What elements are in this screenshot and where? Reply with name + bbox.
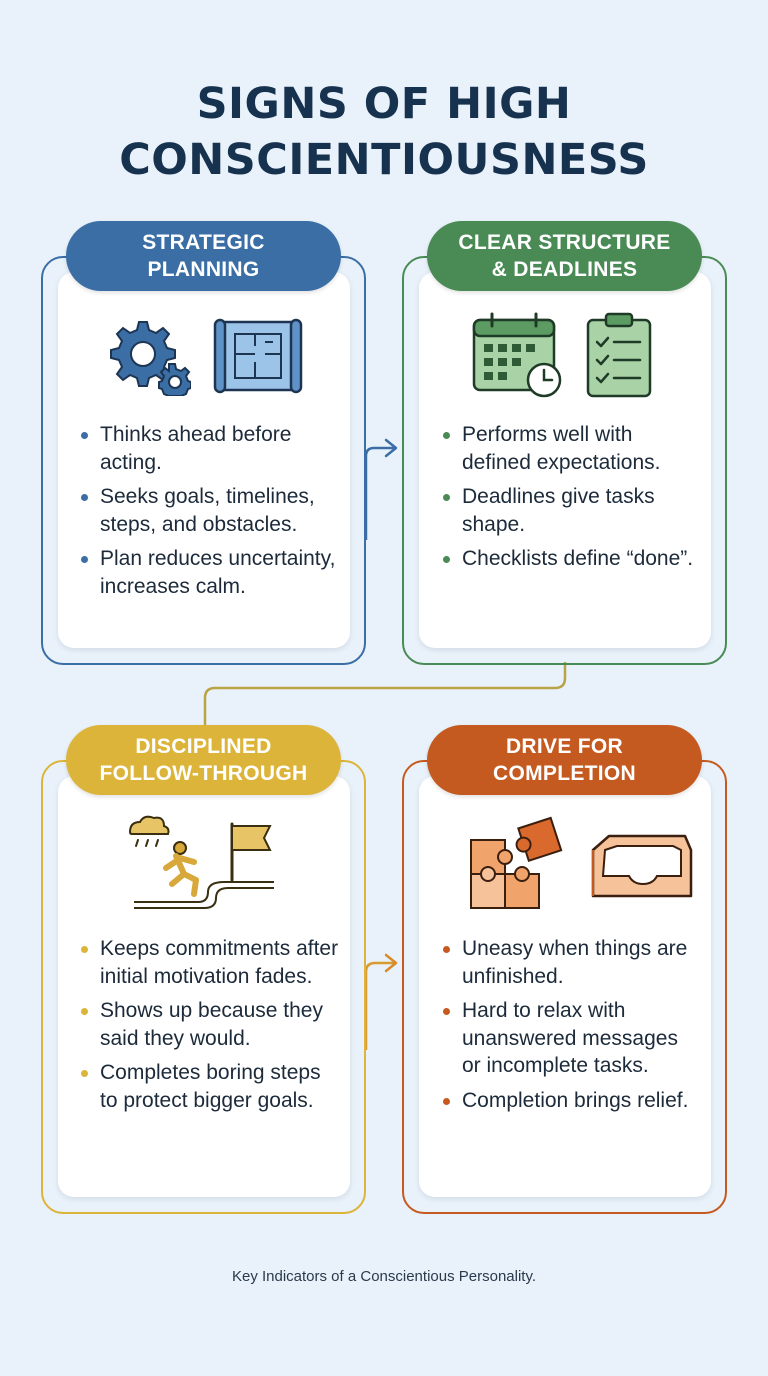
puzzle-pieces-icon [467, 814, 567, 919]
list-item: Completion brings relief. [440, 1087, 702, 1115]
list-item: Checklists define “done”. [440, 545, 702, 573]
discipline-bullets: Keeps commitments after initial motivati… [78, 935, 340, 1121]
title-line-2: CONSCIENTIOUSNESS [119, 135, 649, 185]
list-item: Deadlines give tasks shape. [440, 483, 702, 538]
list-item: Completes boring steps to protect bigger… [78, 1059, 340, 1114]
planning-bullets: Thinks ahead before acting. Seeks goals,… [78, 421, 340, 607]
discipline-heading-line-1: DISCIPLINED [135, 735, 272, 758]
list-item: Shows up because they said they would. [78, 997, 340, 1052]
completion-icons [467, 814, 697, 919]
list-item: Uneasy when things are unfinished. [440, 935, 702, 990]
planning-heading: STRATEGIC PLANNING [66, 221, 341, 291]
list-item: Keeps commitments after initial motivati… [78, 935, 340, 990]
page-title: SIGNS OF HIGH CONSCIENTIOUSNESS [0, 76, 768, 188]
structure-heading-line-1: CLEAR STRUCTURE [458, 231, 671, 254]
checklist-icon [584, 310, 654, 405]
connector-planning-to-structure [364, 446, 394, 540]
blueprint-icon [211, 314, 303, 401]
structure-bullets: Performs well with defined expectations.… [440, 421, 702, 580]
caption: Key Indicators of a Conscientious Person… [231, 1268, 537, 1285]
planning-heading-line-1: STRATEGIC [142, 231, 265, 254]
list-item: Seeks goals, timelines, steps, and obsta… [78, 483, 340, 538]
structure-card [419, 272, 711, 648]
discipline-heading-line-2: FOLLOW-THROUGH [99, 762, 308, 785]
completion-heading: DRIVE FOR COMPLETION [427, 725, 702, 795]
structure-heading-line-2: & DEADLINES [491, 258, 638, 281]
discipline-icons [124, 814, 284, 919]
discipline-heading: DISCIPLINED FOLLOW-THROUGH [66, 725, 341, 795]
gears-icon [103, 314, 192, 401]
runner-in-rain-to-flag-icon [124, 814, 284, 919]
list-item: Plan reduces uncertainty, increases calm… [78, 545, 340, 600]
completion-heading-line-1: DRIVE FOR [505, 735, 624, 758]
connector-discipline-to-completion [364, 961, 394, 1050]
title-line-1: SIGNS OF HIGH [196, 79, 572, 129]
structure-icons [470, 310, 654, 405]
list-item: Thinks ahead before acting. [78, 421, 340, 476]
list-item: Performs well with defined expectations. [440, 421, 702, 476]
planning-heading-line-2: PLANNING [147, 258, 260, 281]
completion-bullets: Uneasy when things are unfinished. Hard … [440, 935, 702, 1121]
calendar-clock-icon [470, 310, 564, 405]
planning-icons [103, 314, 303, 401]
arrowhead-planning [384, 438, 398, 458]
connector-structure-to-discipline [203, 662, 567, 726]
list-item: Hard to relax with unanswered messages o… [440, 997, 702, 1080]
discipline-card [58, 776, 350, 1197]
structure-heading: CLEAR STRUCTURE & DEADLINES [427, 221, 702, 291]
completion-heading-line-2: COMPLETION [493, 762, 636, 785]
inbox-tray-icon [587, 814, 697, 919]
arrowhead-discipline [384, 953, 398, 973]
